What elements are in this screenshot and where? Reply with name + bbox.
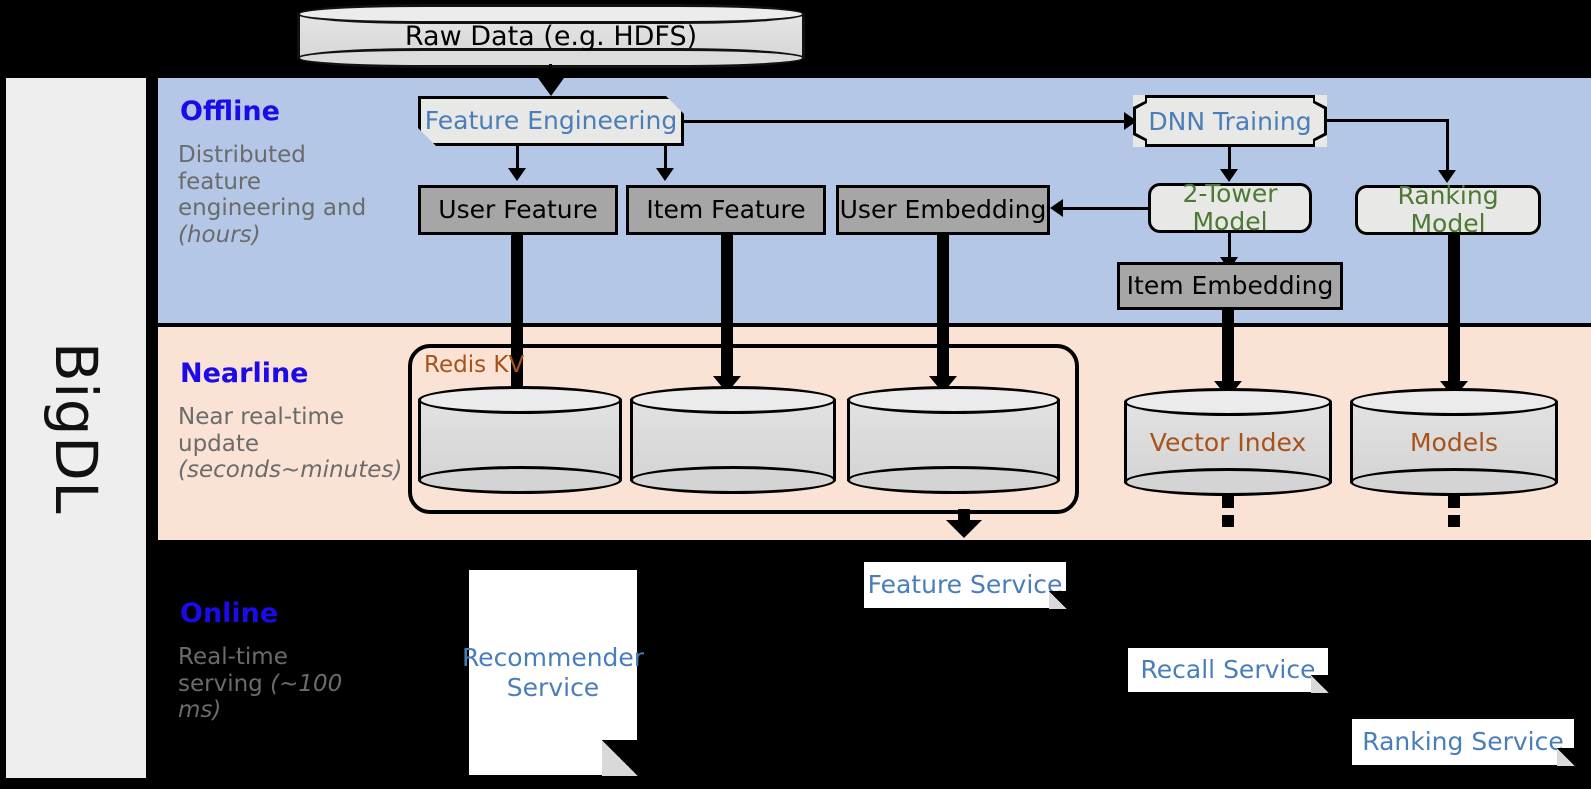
band-nearline-subtitle-text: Near real-time update [178, 404, 345, 457]
node-recall-service-label: Recall Service [1140, 655, 1316, 684]
store-item-feature-bottom [630, 466, 836, 494]
node-recommender-service[interactable]: Recommender Service [462, 570, 644, 776]
raw-data-top-ellipse [297, 4, 805, 24]
edge-twotower-userembedding-arrow [1050, 199, 1063, 217]
store-vector-index[interactable]: Vector Index [1124, 388, 1332, 496]
conn-models-square-1 [1448, 496, 1460, 508]
band-online-title: Online [180, 598, 279, 629]
edge-dnn-twotower [1228, 147, 1231, 173]
band-offline-subtitle: Distributed feature engineering and (hou… [178, 142, 393, 249]
edge-fe-userfeature [516, 146, 519, 172]
node-ranking-model[interactable]: Ranking Model [1355, 181, 1541, 238]
edge-fe-dnn [684, 120, 1128, 123]
pipe-itemembedding-vectorindex [1222, 310, 1234, 388]
raw-data-cylinder: Raw Data (e.g. HDFS) [297, 4, 805, 68]
bigdl-text: BigDL [42, 341, 111, 515]
node-dnn-training-label: DNN Training [1148, 106, 1312, 136]
store-user-feature-top [418, 386, 622, 414]
edge-rawdata-fe [549, 64, 552, 82]
node-user-embedding-label: User Embedding [839, 195, 1047, 224]
node-feature-service[interactable]: Feature Service [864, 562, 1067, 609]
node-item-feature[interactable]: Item Feature [626, 185, 826, 235]
conn-vectorindex-square-1 [1222, 496, 1234, 508]
band-offline-title: Offline [180, 96, 280, 127]
band-offline-subtitle-em: (hours) [178, 222, 261, 249]
node-item-embedding[interactable]: Item Embedding [1117, 262, 1343, 310]
pipe-rankingmodel-models [1448, 235, 1460, 388]
band-online-subtitle-text: Real-time serving [178, 644, 288, 697]
store-models-label: Models [1409, 427, 1499, 457]
node-user-embedding[interactable]: User Embedding [836, 185, 1050, 235]
edge-twotower-userembedding [1062, 207, 1150, 210]
edge-dnn-rankingmodel-h [1327, 119, 1449, 122]
node-item-feature-label: Item Feature [646, 195, 806, 224]
node-feature-service-label: Feature Service [867, 570, 1063, 599]
store-user-embedding[interactable] [847, 386, 1060, 494]
node-user-feature[interactable]: User Feature [418, 185, 618, 235]
node-feature-engineering[interactable]: Feature Engineering [418, 96, 684, 146]
edge-twotower-itemembedding [1228, 233, 1231, 261]
store-item-feature[interactable] [630, 386, 836, 494]
node-dnn-training[interactable]: DNN Training [1133, 95, 1327, 147]
node-recommender-service-label: Recommender Service [461, 642, 645, 702]
bigdl-rail-label: BigDL [6, 78, 146, 778]
store-user-feature-bottom [418, 466, 622, 494]
bigdl-rail: BigDL [6, 78, 146, 778]
conn-models-square-2 [1448, 515, 1460, 527]
node-2-tower-model[interactable]: 2-Tower Model [1148, 179, 1312, 236]
raw-data-label: Raw Data (e.g. HDFS) [404, 20, 698, 52]
node-recall-service-fold-icon [1311, 675, 1329, 693]
conn-vectorindex-square-2 [1222, 515, 1234, 527]
edge-rawdata-fe-arrow [538, 78, 564, 96]
redis-kv-container [408, 344, 1079, 514]
node-ranking-service-fold-icon [1557, 748, 1575, 766]
band-offline-subtitle-text: Distributed feature engineering and [178, 142, 367, 222]
store-models-top [1350, 388, 1558, 416]
node-item-embedding-label: Item Embedding [1126, 271, 1334, 300]
band-nearline-subtitle-em: (seconds~minutes) [178, 457, 403, 484]
band-online-subtitle-em: (~100 ms) [178, 670, 343, 724]
node-dnn-training-face [1136, 98, 1324, 144]
store-user-feature[interactable] [418, 386, 622, 494]
node-ranking-service-label: Ranking Service [1362, 727, 1564, 756]
node-ranking-service[interactable]: Ranking Service [1352, 719, 1575, 766]
node-user-feature-label: User Feature [438, 195, 598, 224]
pipe-userfeature-store [511, 235, 523, 395]
node-recall-service[interactable]: Recall Service [1128, 648, 1329, 693]
store-vector-index-top [1124, 388, 1332, 416]
store-models-bottom [1350, 468, 1558, 496]
edge-dnn-rankingmodel-arrow [1438, 170, 1456, 183]
node-2-tower-model-label: 2-Tower Model [1182, 179, 1278, 236]
node-ranking-model-label: Ranking Model [1397, 181, 1499, 238]
edge-dnn-rankingmodel-v [1446, 119, 1449, 173]
edge-fe-itemfeature-arrow [656, 168, 674, 181]
edge-fe-itemfeature [664, 146, 667, 172]
conn-redis-featureservice-arrow [946, 520, 982, 538]
store-vector-index-label: Vector Index [1149, 427, 1307, 457]
store-models[interactable]: Models [1350, 388, 1558, 496]
band-nearline-subtitle: Near real-time update (seconds~minutes) [178, 404, 403, 484]
band-nearline-title: Nearline [180, 358, 309, 389]
node-recommender-service-fold-icon [602, 740, 638, 776]
node-feature-engineering-label: Feature Engineering [424, 106, 678, 135]
store-vector-index-bottom [1124, 468, 1332, 496]
redis-kv-label: Redis KV [424, 352, 525, 378]
edge-fe-userfeature-arrow [508, 168, 526, 181]
store-item-feature-top [630, 386, 836, 414]
node-feature-service-fold-icon [1049, 591, 1067, 609]
conn-redis-featureservice-square [958, 509, 970, 521]
band-online-subtitle: Real-time serving (~100 ms) [178, 644, 378, 724]
store-user-embedding-top [847, 386, 1060, 414]
store-user-embedding-bottom [847, 466, 1060, 494]
edge-dnn-twotower-arrow [1220, 169, 1238, 182]
